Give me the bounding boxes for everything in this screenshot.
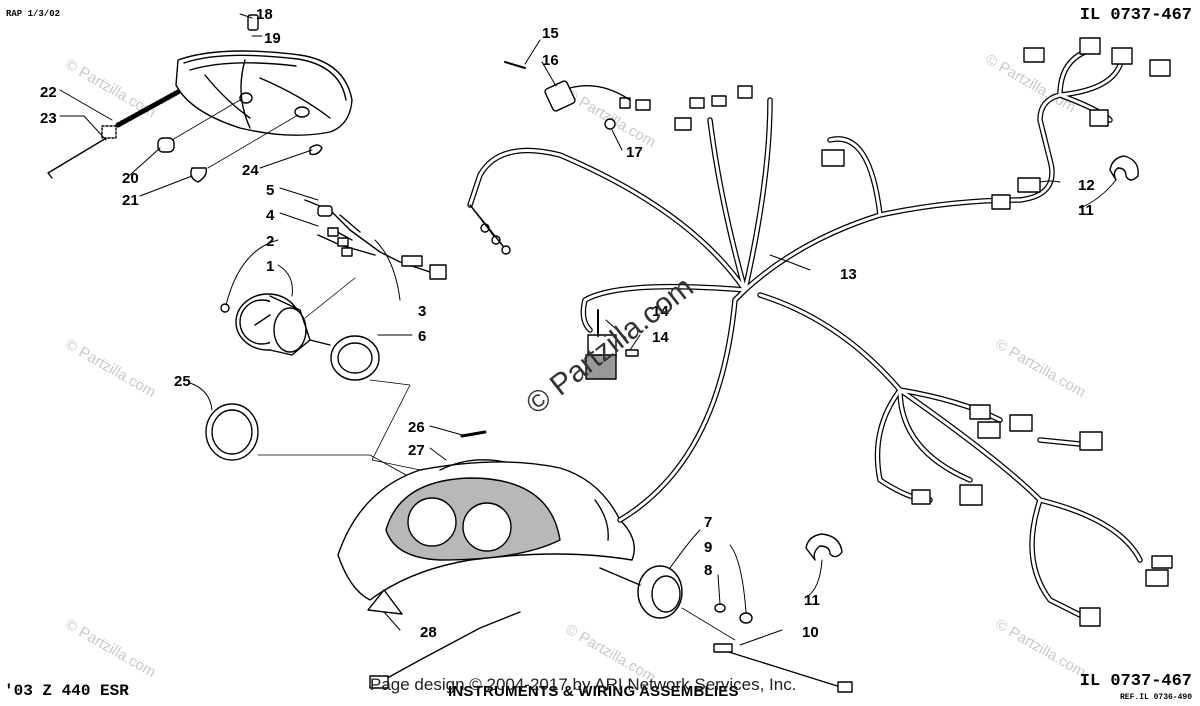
callout-11-upper: 11 [1078,202,1094,219]
callout-13: 13 [840,266,857,283]
callout-11-lower: 11 [804,592,820,609]
illustration-number-bottom: IL 0737-467 [1079,672,1192,691]
harness-connectors [619,37,1173,627]
callout-16: 15 [542,25,559,42]
callout-19: 18 [256,6,273,23]
callout-26: 25 [174,373,191,390]
gauge-cap [205,403,259,461]
cable-clamp [805,533,843,561]
rap-code: RAP 1/3/02 [6,9,61,19]
socket [190,167,208,183]
diagram-caption: INSTRUMENTS & WIRING ASSEMBLIES [448,683,739,700]
warning-decal [367,589,403,615]
callout-20: 19 [264,30,281,47]
callout-3: 3 [418,303,426,320]
callout-4: 4 [266,207,275,224]
callout-29: 28 [420,624,437,641]
callout-14-label: 14 [652,329,669,346]
hood-console [337,459,635,601]
callout-18: 17 [626,144,643,161]
callout-2: 2 [266,233,274,250]
speedometer-gauge [235,293,331,356]
callout-7: 7 [704,514,712,531]
callout-5: 5 [266,182,274,199]
callout-23: 22 [40,84,57,101]
reference-number: REF.IL 0736-490 [1119,693,1192,702]
callout-22: 21 [122,192,139,209]
tach-sender [599,565,736,641]
adjuster-screw [47,136,109,179]
speedo-cable [715,647,851,691]
callout-6: 6 [418,328,426,345]
spring [115,89,181,128]
callout-8: 8 [704,562,712,579]
lower-harness [379,611,521,683]
model-name: '03 Z 440 ESR [4,682,129,700]
illustration-number-top: IL 0737-467 [1079,6,1192,25]
callout-17: 16 [542,52,559,69]
bulb-part [247,14,259,31]
bulb [157,137,175,153]
callout-21: 20 [122,170,139,187]
callout-12: 12 [1078,177,1095,194]
callout-28: 27 [408,442,425,459]
callout-27: 26 [408,419,425,436]
callout-10: 10 [802,624,819,641]
callout-25: 24 [242,162,259,179]
headlight-housing [175,50,353,136]
callout-15: 14 [652,303,669,320]
callout-1: 1 [266,258,274,275]
page-design-credit: Page design © 2004-2017 by ARI Network S… [370,675,797,694]
callout-24: 23 [40,110,57,127]
callout-9: 9 [704,539,712,556]
